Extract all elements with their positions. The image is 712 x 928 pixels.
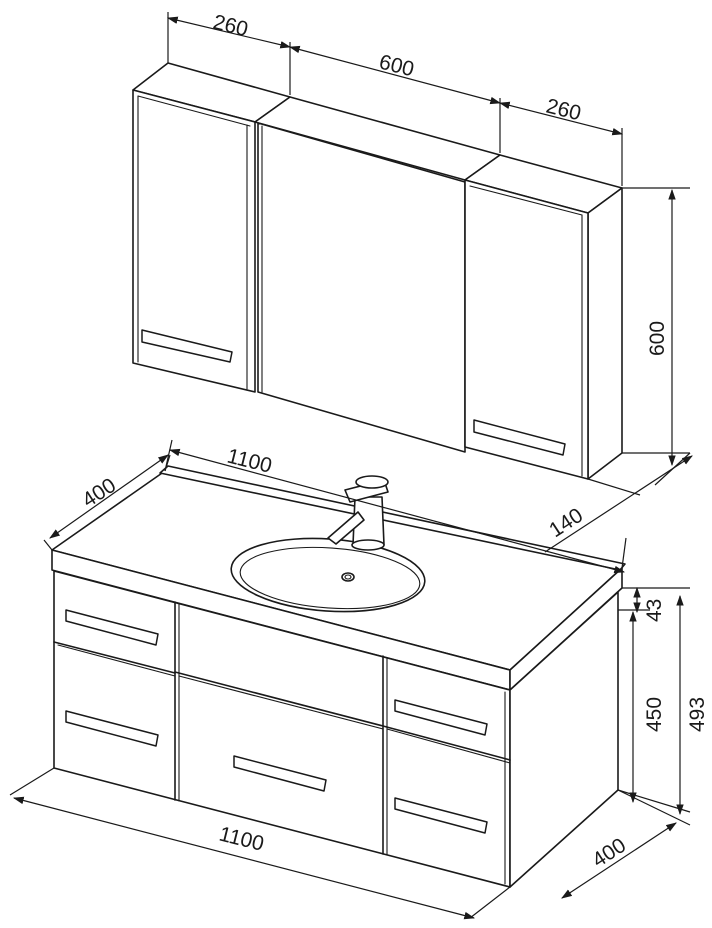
drawer-handle-top-right[interactable]: [394, 699, 488, 736]
drawer-handle-center[interactable]: [233, 755, 327, 792]
dimension-lines: [9, 12, 693, 920]
dim-base-width: 1100: [217, 823, 266, 856]
vanity-unit: [51, 465, 626, 888]
dim-top-width: 1100: [225, 445, 274, 478]
drawer-handle-top-left[interactable]: [65, 609, 159, 646]
dim-mirror-depth: 140: [545, 504, 587, 542]
dim-mirror-left-width: 260: [211, 11, 251, 42]
sink-drain: [341, 572, 355, 582]
mirror-left-cabinet: [132, 62, 291, 393]
drawer-handle-bottom-left[interactable]: [65, 710, 159, 747]
mirror-center-panel: [254, 96, 501, 453]
dim-base-depth: 400: [588, 834, 630, 872]
mirror-left-handle[interactable]: [141, 329, 233, 363]
mirror-right-cabinet: [464, 154, 623, 480]
mirror-cabinet: [132, 62, 623, 480]
dim-top-thickness: 43: [643, 599, 666, 622]
dim-mirror-center-width: 600: [377, 51, 417, 82]
dim-body-height: 450: [643, 697, 666, 732]
dim-mirror-height: 600: [646, 321, 669, 356]
dim-total-height: 493: [686, 697, 709, 732]
dim-mirror-right-width: 260: [544, 95, 584, 126]
